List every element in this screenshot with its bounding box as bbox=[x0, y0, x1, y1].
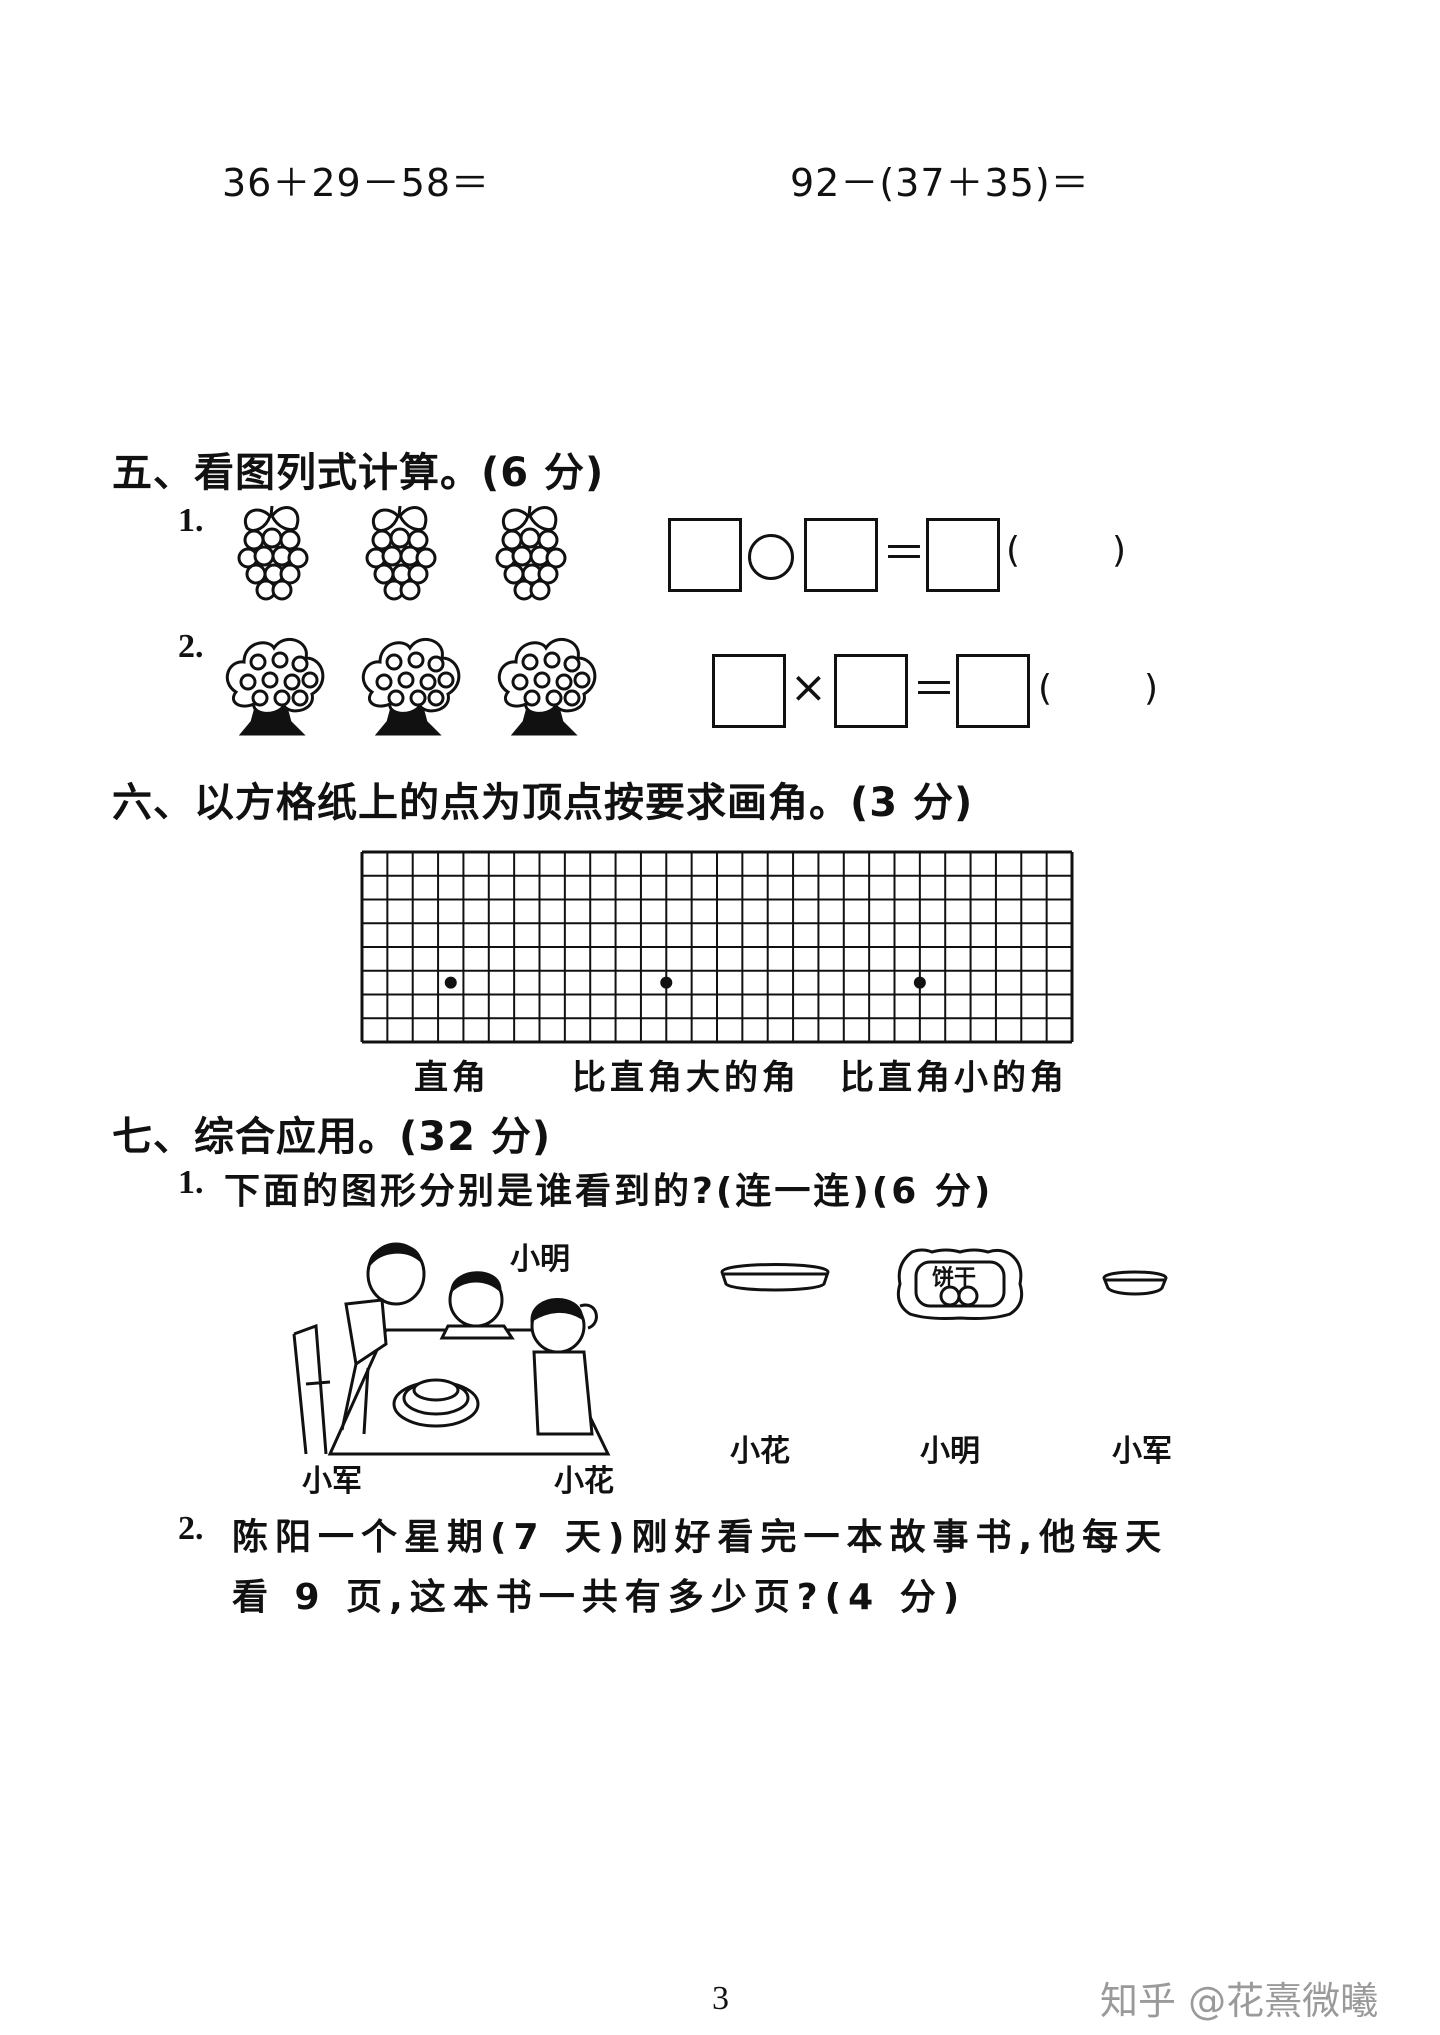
unit-paren-close-1: ) bbox=[1112, 530, 1127, 571]
grid-vertex-dot[interactable] bbox=[444, 976, 457, 989]
expression-2: 92－(37＋35)＝ bbox=[790, 161, 1090, 205]
answer-box-1c[interactable] bbox=[926, 518, 1000, 592]
expression-1: 36＋29－58＝ bbox=[222, 161, 491, 205]
times-sign: × bbox=[790, 662, 827, 713]
answer-box-2c[interactable] bbox=[956, 654, 1030, 728]
name-xiaohua-picture: 小花 bbox=[554, 1464, 614, 1499]
view-label-xiaohua: 小花 bbox=[730, 1434, 790, 1469]
name-xiaojun-picture: 小军 bbox=[302, 1464, 362, 1499]
apple-trees-illustration bbox=[225, 637, 597, 736]
label-acute-angle: 比直角小的角 bbox=[840, 1058, 1068, 1098]
page-number: 3 bbox=[712, 1980, 729, 2017]
equals-sign-1: ＝ bbox=[882, 528, 926, 579]
view-label-xiaoming: 小明 bbox=[920, 1434, 980, 1469]
grapes-illustration bbox=[237, 504, 567, 601]
children-table-illustration bbox=[292, 1242, 611, 1456]
question-7-2-line-1: 陈阳一个星期(7 天)刚好看完一本故事书,他每天 bbox=[232, 1517, 1169, 1558]
question-7-2-number: 2. bbox=[178, 1510, 204, 1547]
grid-paper[interactable] bbox=[360, 850, 1074, 1044]
name-xiaoming-picture: 小明 bbox=[510, 1242, 570, 1277]
section-6-title: 六、以方格纸上的点为顶点按要求画角。(3 分) bbox=[112, 780, 974, 826]
view-top-plate[interactable] bbox=[892, 1246, 1028, 1322]
question-5-1-number: 1. bbox=[178, 502, 204, 539]
question-7-2-line-2: 看 9 页,这本书一共有多少页?(4 分) bbox=[232, 1577, 967, 1618]
grid-vertex-dot[interactable] bbox=[660, 976, 673, 989]
unit-paren-open-2: ( bbox=[1038, 668, 1053, 709]
view-side-long[interactable] bbox=[716, 1258, 834, 1298]
answer-box-1a[interactable] bbox=[668, 518, 742, 592]
unit-paren-open-1: ( bbox=[1006, 530, 1021, 571]
equals-sign-2: ＝ bbox=[912, 664, 956, 715]
answer-box-2b[interactable] bbox=[834, 654, 908, 728]
view-side-short[interactable] bbox=[1100, 1266, 1170, 1300]
section-7-title: 七、综合应用。(32 分) bbox=[112, 1114, 552, 1160]
watermark: 知乎 @花熹微曦 bbox=[1100, 1979, 1379, 2023]
operator-circle[interactable] bbox=[748, 534, 794, 580]
label-right-angle: 直角 bbox=[414, 1058, 490, 1098]
question-7-1-text: 下面的图形分别是谁看到的?(连一连)(6 分) bbox=[224, 1171, 994, 1212]
unit-paren-close-2: ) bbox=[1144, 668, 1159, 709]
answer-box-2a[interactable] bbox=[712, 654, 786, 728]
section-5-title: 五、看图列式计算。(6 分) bbox=[112, 450, 605, 496]
view-label-xiaojun: 小军 bbox=[1112, 1434, 1172, 1469]
question-7-1-number: 1. bbox=[178, 1164, 204, 1201]
answer-box-1b[interactable] bbox=[804, 518, 878, 592]
cookie-label: 饼干 bbox=[932, 1266, 977, 1291]
label-obtuse-angle: 比直角大的角 bbox=[572, 1058, 800, 1098]
grid-vertex-dot[interactable] bbox=[913, 976, 926, 989]
question-5-2-number: 2. bbox=[178, 628, 204, 665]
